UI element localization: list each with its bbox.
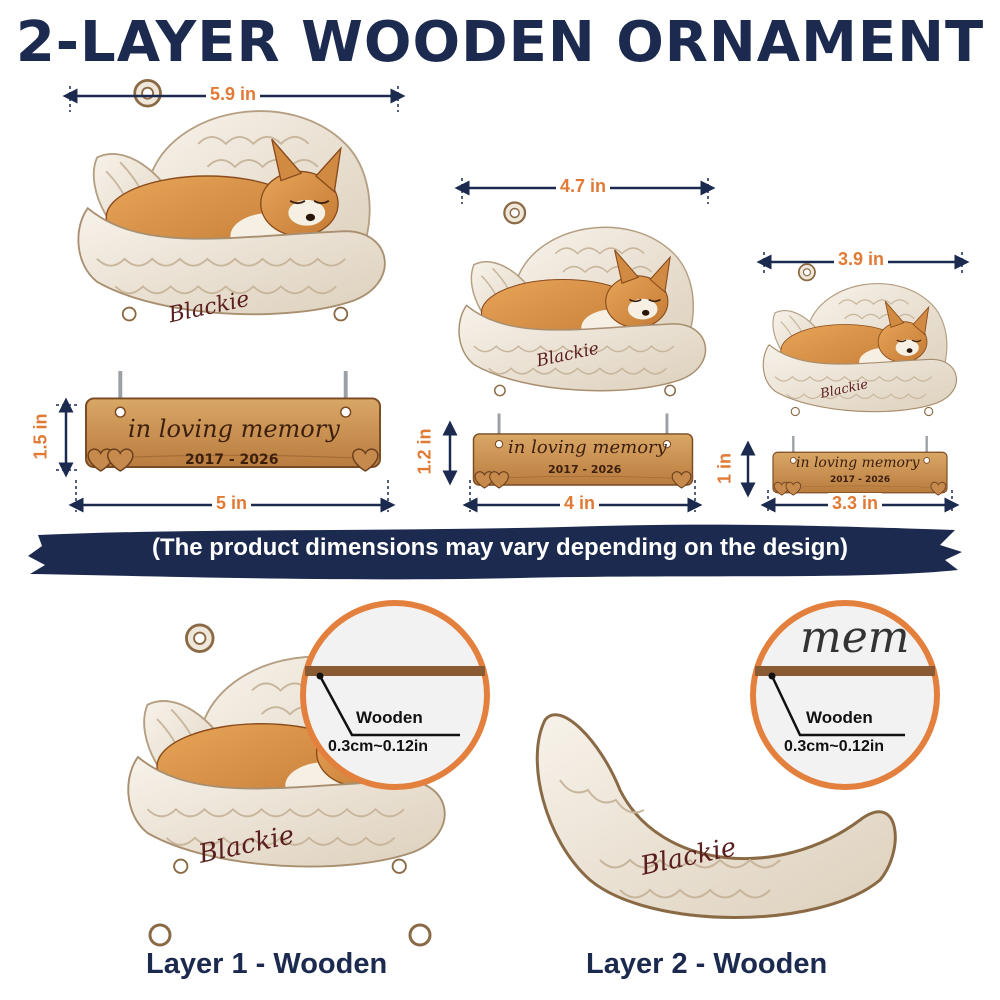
zoom1-thickness: 0.3cm~0.12in — [328, 738, 429, 755]
zoom1-label: Wooden — [356, 708, 423, 727]
plaque-text-medium: in loving memory — [508, 437, 667, 458]
size3-plaque-height-label: 1 in — [714, 453, 735, 485]
size1-plaque-height-label: 1.5 in — [30, 413, 51, 460]
zoom-circle-2 — [750, 600, 940, 790]
size2-plaque-height-label: 1.2 in — [414, 428, 435, 475]
dimension-disclaimer-banner: (The product dimensions may vary dependi… — [151, 534, 849, 561]
layer2-illustration — [535, 713, 897, 919]
size2-plaque-width-label: 4 in — [560, 493, 600, 514]
size3-width-label: 3.9 in — [834, 249, 889, 270]
plaque-years-small: 2017 - 2026 — [830, 475, 891, 485]
size2-width-label: 4.7 in — [556, 176, 611, 197]
zoom2-text-fragment: mem — [800, 612, 910, 663]
zoom2-thickness: 0.3cm~0.12in — [784, 738, 885, 755]
angel-wing-illustration — [78, 80, 384, 320]
layer1-illustration — [128, 625, 444, 947]
size3-plaque-width-label: 3.3 in — [828, 493, 883, 514]
plaque-text-small: in loving memory — [796, 455, 920, 471]
zoom2-label: Wooden — [806, 708, 873, 727]
layer2-caption: Layer 2 - Wooden — [586, 948, 828, 980]
plaque-text-large: in loving memory — [128, 415, 340, 443]
ornament-large — [78, 80, 384, 471]
plaque-years-large: 2017 - 2026 — [185, 452, 279, 468]
size1-width-label: 5.9 in — [206, 84, 261, 105]
banner-brushstroke — [28, 524, 962, 580]
plaque-years-medium: 2017 - 2026 — [548, 463, 622, 476]
angel-wing-illustration — [459, 203, 706, 396]
page-title: 2-LAYER WOODEN ORNAMENT — [15, 10, 985, 75]
zoom-circle-1 — [300, 600, 490, 790]
layer1-caption: Layer 1 - Wooden — [146, 948, 388, 980]
size1-plaque-width-label: 5 in — [212, 493, 252, 514]
